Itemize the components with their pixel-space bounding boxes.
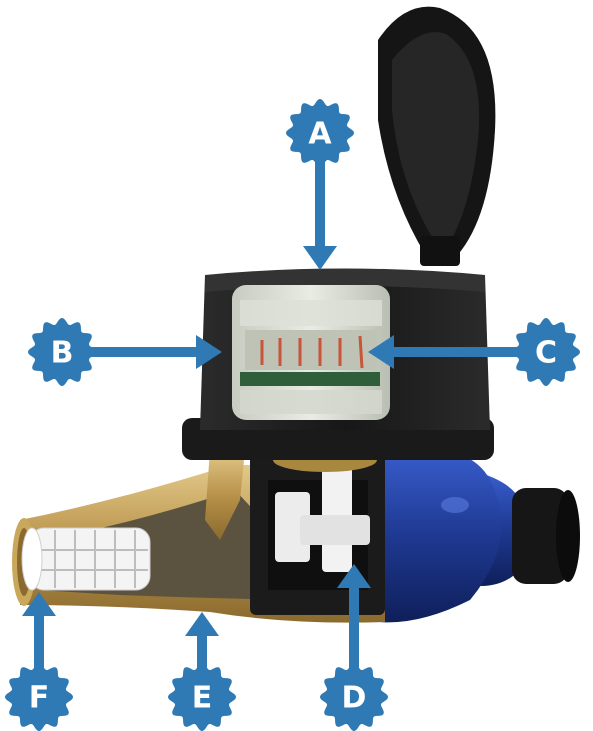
arrow-f-head: [22, 592, 56, 616]
meter-body: [380, 444, 502, 623]
arrow-c-head: [368, 335, 394, 369]
badge-a-shape: [286, 99, 354, 167]
badge-d-label: D: [342, 681, 367, 716]
badge-b-label: B: [51, 336, 74, 371]
badge-b: B: [28, 318, 96, 386]
arrow-a: [315, 150, 325, 250]
arrow-f: [34, 612, 44, 692]
strainer: [21, 527, 151, 591]
badge-a: A: [286, 99, 354, 167]
register-dial: [232, 285, 390, 420]
badge-c-label: C: [535, 336, 557, 371]
badge-e-label: E: [192, 681, 213, 716]
arrow-c: [390, 347, 545, 357]
badge-f-label: F: [29, 681, 50, 716]
arrow-e-head: [185, 612, 219, 636]
badge-f-shape: [5, 663, 73, 731]
arrow-e: [197, 632, 207, 692]
badge-e-shape: [168, 663, 236, 731]
arrow-d: [349, 585, 359, 690]
meter-lid: [378, 6, 496, 266]
chamber-wall: [205, 450, 245, 540]
badge-a-label: A: [308, 117, 332, 152]
arrow-d-head: [337, 564, 371, 588]
badge-c-shape: [512, 318, 580, 386]
arrow-b: [80, 347, 200, 357]
arrow-a-head: [303, 246, 337, 270]
badge-c: C: [512, 318, 580, 386]
badge-d-shape: [320, 663, 388, 731]
badge-e: E: [168, 663, 236, 731]
measuring-chamber: [250, 455, 385, 615]
badge-b-shape: [28, 318, 96, 386]
badge-f: F: [5, 663, 73, 731]
arrow-b-head: [196, 335, 222, 369]
arrows: [22, 150, 545, 692]
label-badges: A B C D E F: [5, 99, 580, 731]
badge-d: D: [320, 663, 388, 731]
